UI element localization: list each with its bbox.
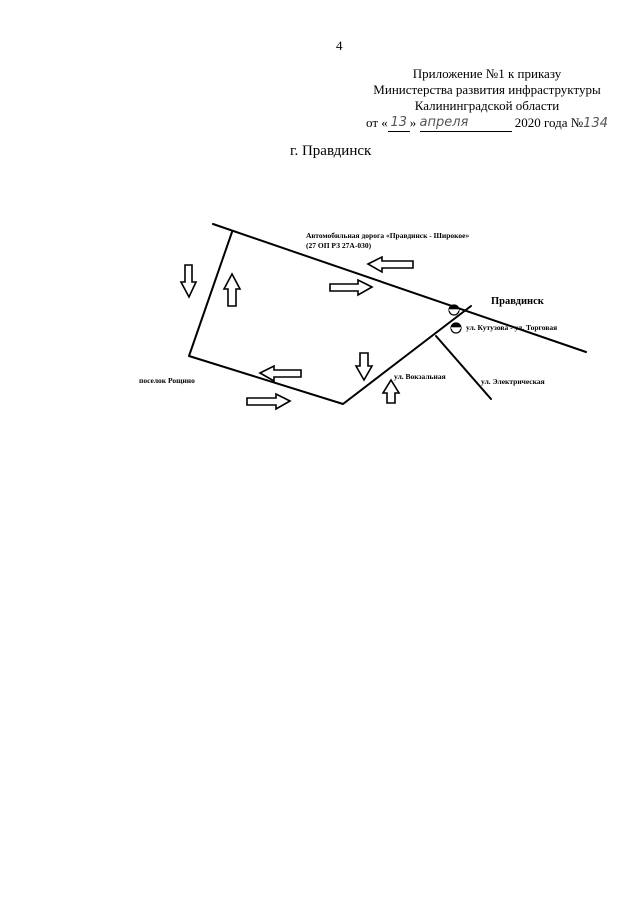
highway-road-line [212, 223, 587, 353]
arrow-down-left-icon [179, 264, 198, 299]
road-label-line-1: Автомобильная дорога «Правдинск - Широко… [306, 231, 469, 240]
no-entry-sign-upper-icon [448, 304, 460, 316]
arrow-left-bottom-icon [258, 364, 302, 383]
page-number: 4 [336, 38, 343, 53]
appendix-line-3: Калининградской области [414, 98, 560, 113]
order-mid: » [409, 115, 417, 130]
village-label: поселок Рощино [139, 376, 195, 385]
town-label: Правдинск [491, 296, 545, 307]
order-prefix: от « [365, 115, 388, 130]
arrow-up-left-icon [222, 272, 242, 307]
order-number: 134 [583, 116, 608, 131]
arrow-right-bottom-icon [246, 392, 292, 411]
city-title: г. Правдинск [290, 143, 372, 159]
order-month: апреля [419, 115, 469, 130]
arrow-left-highway-icon [366, 255, 414, 274]
order-day: 13 [390, 115, 408, 130]
arrow-up-vokzalnaya-icon [381, 378, 401, 404]
detour-route-line [188, 231, 472, 405]
arrow-down-center-icon [354, 352, 374, 382]
appendix-line-2: Министерства развития инфраструктуры [373, 82, 601, 97]
street-label-elektricheskaya: ул. Электрическая [481, 377, 545, 386]
street-label-kutuzova: ул. Кутузова - ул. Торговая [466, 323, 557, 332]
street-label-vokzalnaya: ул. Вокзальная [394, 372, 446, 381]
order-month-field: апреля [419, 114, 512, 132]
order-day-field: 13 [387, 114, 410, 132]
order-date-line: от «13» апреля 2020 года №134 [352, 114, 622, 132]
elektricheskaya-street-line [435, 335, 492, 400]
road-label-line-2: (27 ОП РЗ 27А-030) [306, 241, 372, 250]
order-year-text: 2020 года № [514, 115, 584, 130]
appendix-header: Приложение №1 к приказу Министерства раз… [352, 66, 622, 132]
appendix-line-1: Приложение №1 к приказу [412, 66, 562, 81]
no-entry-sign-lower-icon [450, 322, 462, 334]
arrow-right-highway-icon [329, 278, 374, 297]
